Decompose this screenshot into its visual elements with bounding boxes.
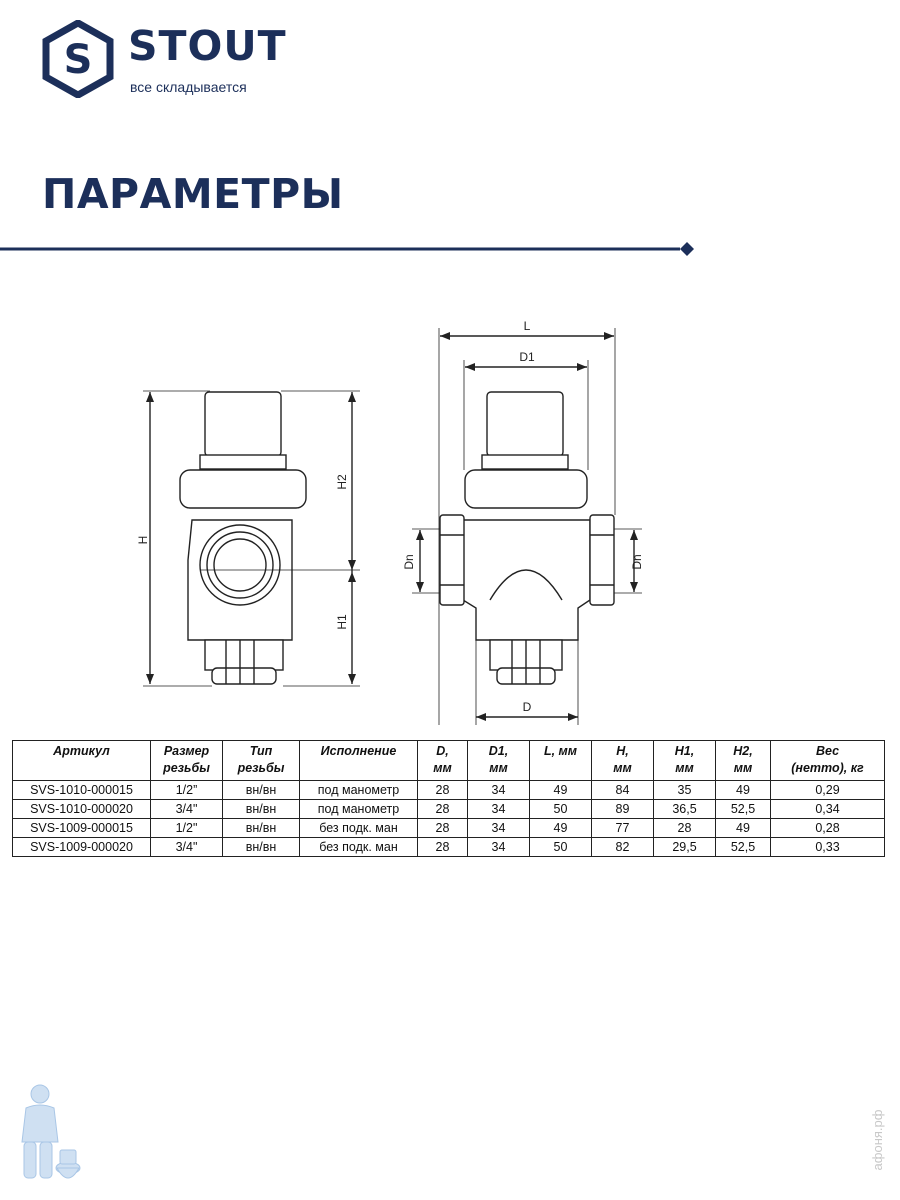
- table-cell: вн/вн: [222, 780, 300, 800]
- table-header-cell: Вес (нетто), кг: [770, 740, 885, 781]
- table-header-cell: H1, мм: [653, 740, 716, 781]
- front-view: L D1 D Dn Dn: [402, 319, 644, 725]
- table-cell: без подк. ман: [299, 818, 418, 838]
- table-cell: 28: [417, 837, 468, 857]
- dim-label-D: D: [523, 700, 532, 714]
- table-cell: вн/вн: [222, 837, 300, 857]
- plumber-watermark: [21, 1084, 81, 1179]
- title-divider: [0, 242, 694, 256]
- table-cell: 49: [715, 780, 771, 800]
- dim-label-Dn-right: Dn: [630, 554, 644, 569]
- table-header-cell: Исполнение: [299, 740, 418, 781]
- table-header-cell: H, мм: [591, 740, 654, 781]
- table-cell: 0,28: [770, 818, 885, 838]
- site-watermark: афоня.рф: [872, 1109, 885, 1170]
- table-header-cell: Тип резьбы: [222, 740, 300, 781]
- dim-label-Dn-left: Dn: [402, 554, 416, 569]
- table-cell: 49: [715, 818, 771, 838]
- table-cell: 1/2": [150, 818, 223, 838]
- stout-logo: S: [42, 20, 114, 98]
- dim-label-D1: D1: [519, 350, 535, 364]
- table-cell: 28: [417, 818, 468, 838]
- table-cell: 82: [591, 837, 654, 857]
- table-cell: 0,34: [770, 799, 885, 819]
- table-cell: 49: [529, 780, 592, 800]
- table-cell: без подк. ман: [299, 837, 418, 857]
- valve-technical-drawing: H H2 H1: [136, 319, 644, 725]
- dim-label-H2: H2: [335, 474, 349, 490]
- table-header-cell: D1, мм: [467, 740, 530, 781]
- table-header-cell: D, мм: [417, 740, 468, 781]
- table-cell: SVS-1009-000015: [12, 818, 151, 838]
- table-cell: 34: [467, 818, 530, 838]
- table-cell: 3/4": [150, 799, 223, 819]
- table-cell: 50: [529, 837, 592, 857]
- table-cell: 89: [591, 799, 654, 819]
- table-cell: 1/2”: [150, 780, 223, 800]
- table-cell: 3/4": [150, 837, 223, 857]
- table-cell: под манометр: [299, 799, 418, 819]
- table-cell: под манометр: [299, 780, 418, 800]
- brand-name: STOUT: [128, 22, 287, 70]
- table-cell: 28: [653, 818, 716, 838]
- table-cell: 52,5: [715, 837, 771, 857]
- page-title: ПАРАМЕТРЫ: [42, 170, 344, 218]
- table-cell: 77: [591, 818, 654, 838]
- dim-label-H: H: [136, 536, 150, 545]
- table-cell: SVS-1010-000015: [12, 780, 151, 800]
- brand-tagline: все складывается: [130, 79, 247, 95]
- table-cell: 0,33: [770, 837, 885, 857]
- logo-letter: S: [64, 37, 93, 83]
- table-cell: 28: [417, 780, 468, 800]
- table-header-cell: Артикул: [12, 740, 151, 781]
- table-header-cell: L, мм: [529, 740, 592, 781]
- table-cell: SVS-1010-000020: [12, 799, 151, 819]
- table-cell: 49: [529, 818, 592, 838]
- dim-label-L: L: [524, 319, 531, 333]
- table-cell: SVS-1009-000020: [12, 837, 151, 857]
- table-cell: 52,5: [715, 799, 771, 819]
- side-view: H H2 H1: [136, 390, 360, 687]
- table-cell: 34: [467, 837, 530, 857]
- table-cell: вн/вн: [222, 799, 300, 819]
- table-cell: 29,5: [653, 837, 716, 857]
- watermark-text: афоня.рф: [872, 1109, 885, 1170]
- table-cell: 84: [591, 780, 654, 800]
- table-cell: 36,5: [653, 799, 716, 819]
- table-cell: 34: [467, 799, 530, 819]
- table-header-cell: H2, мм: [715, 740, 771, 781]
- dim-label-H1: H1: [335, 614, 349, 630]
- table-cell: 50: [529, 799, 592, 819]
- table-cell: 34: [467, 780, 530, 800]
- table-cell: 35: [653, 780, 716, 800]
- table-cell: вн/вн: [222, 818, 300, 838]
- table-cell: 28: [417, 799, 468, 819]
- table-cell: 0,29: [770, 780, 885, 800]
- table-header-cell: Размер резьбы: [150, 740, 223, 781]
